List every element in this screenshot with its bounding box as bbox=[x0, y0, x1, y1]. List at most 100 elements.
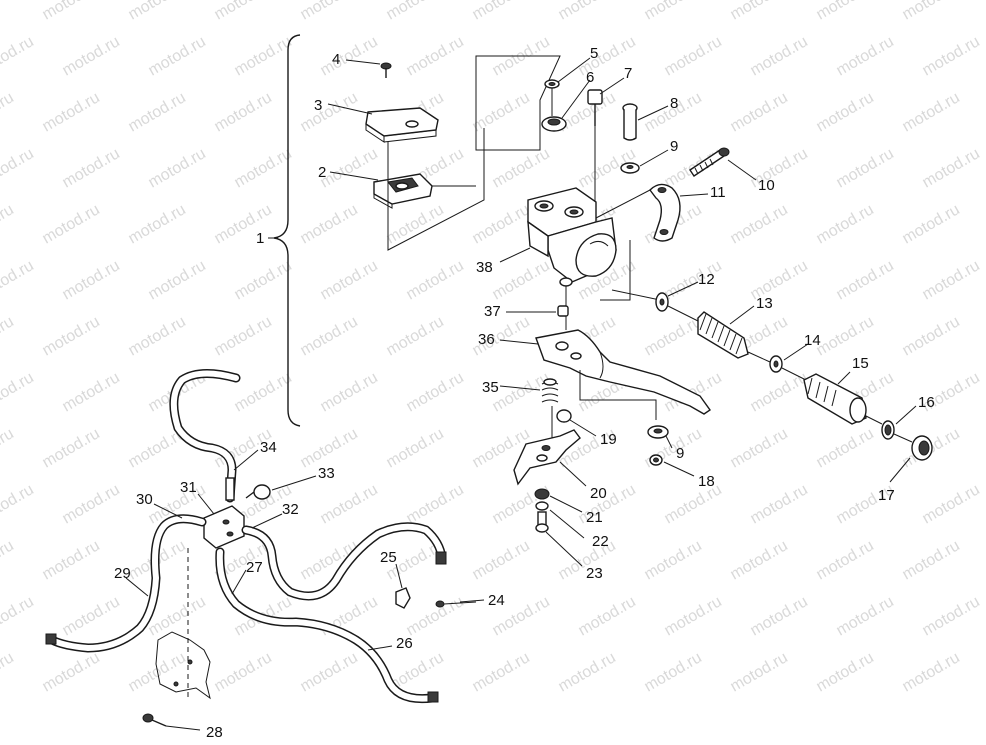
watermark-text: motod.ru bbox=[146, 257, 209, 303]
label-4: 4 bbox=[332, 51, 340, 68]
watermark-text: motod.ru bbox=[728, 0, 791, 23]
assembly-line bbox=[475, 55, 561, 151]
label-8: 8 bbox=[670, 95, 678, 112]
watermark-text: motod.ru bbox=[490, 257, 553, 303]
watermark-text: motod.ru bbox=[834, 33, 897, 79]
watermark-text: motod.ru bbox=[920, 593, 983, 639]
watermark-text: motod.ru bbox=[126, 0, 189, 23]
label-12: 12 bbox=[698, 271, 715, 288]
watermark-text: motod.ru bbox=[60, 33, 123, 79]
watermark-text: motod.ru bbox=[0, 537, 17, 583]
assembly-line bbox=[600, 240, 631, 301]
watermark-text: motod.ru bbox=[728, 89, 791, 135]
brake-hose-upper bbox=[169, 369, 241, 503]
watermark-text: motod.ru bbox=[0, 481, 37, 527]
watermark-text: motod.ru bbox=[556, 89, 619, 135]
label-20: 20 bbox=[590, 485, 607, 502]
watermark-text: motod.ru bbox=[556, 0, 619, 23]
label-38: 38 bbox=[476, 259, 493, 276]
watermark-text: motod.ru bbox=[556, 649, 619, 695]
watermark-text: motod.ru bbox=[126, 201, 189, 247]
watermark-text: motod.ru bbox=[298, 0, 361, 23]
watermark-text: motod.ru bbox=[40, 425, 103, 471]
label-37: 37 bbox=[484, 303, 501, 320]
watermark-text: motod.ru bbox=[920, 257, 983, 303]
leader-lines bbox=[125, 57, 917, 731]
label-35: 35 bbox=[482, 379, 499, 396]
label-22: 22 bbox=[592, 533, 609, 550]
watermark-text: motod.ru bbox=[384, 425, 447, 471]
watermark-text: motod.ru bbox=[662, 593, 725, 639]
watermark-text: motod.ru bbox=[60, 593, 123, 639]
watermark-text: motod.ru bbox=[232, 145, 295, 191]
label-21: 21 bbox=[586, 509, 603, 526]
watermark-text: motod.ru bbox=[298, 313, 361, 359]
label-29: 29 bbox=[114, 565, 131, 582]
label-34: 34 bbox=[260, 439, 277, 456]
watermark-text: motod.ru bbox=[814, 201, 877, 247]
watermark-text: motod.ru bbox=[900, 313, 963, 359]
watermark-text: motod.ru bbox=[748, 481, 811, 527]
watermark-text: motod.ru bbox=[900, 649, 963, 695]
watermark-text: motod.ru bbox=[232, 257, 295, 303]
watermark-text: motod.ru bbox=[834, 145, 897, 191]
label-32: 32 bbox=[282, 501, 299, 518]
reservoir-cover bbox=[365, 107, 439, 143]
watermark-text: motod.ru bbox=[146, 145, 209, 191]
watermark-text: motod.ru bbox=[298, 649, 361, 695]
watermark-text: motod.ru bbox=[146, 33, 209, 79]
retaining-cap bbox=[911, 435, 933, 461]
brake-junction-block bbox=[203, 505, 245, 549]
watermark-text: motod.ru bbox=[0, 201, 17, 247]
label-1: 1 bbox=[256, 230, 264, 247]
watermark-text: motod.ru bbox=[318, 369, 381, 415]
switch-bracket bbox=[513, 429, 581, 486]
watermark-text: motod.ru bbox=[490, 145, 553, 191]
watermark-text: motod.ru bbox=[834, 593, 897, 639]
label-16: 16 bbox=[918, 394, 935, 411]
grommet bbox=[541, 116, 567, 132]
watermark-text: motod.ru bbox=[384, 313, 447, 359]
watermark-text: motod.ru bbox=[490, 369, 553, 415]
watermark-text: motod.ru bbox=[748, 33, 811, 79]
bushing bbox=[557, 305, 569, 317]
watermark-text: motod.ru bbox=[748, 145, 811, 191]
watermark-text: motod.ru bbox=[60, 481, 123, 527]
lever-pin bbox=[622, 103, 638, 141]
watermark-text: motod.ru bbox=[470, 537, 533, 583]
watermark-text: motod.ru bbox=[212, 201, 275, 247]
label-23: 23 bbox=[586, 565, 603, 582]
watermark-text: motod.ru bbox=[404, 257, 467, 303]
assembly-line bbox=[579, 370, 657, 420]
watermark-text: motod.ru bbox=[126, 313, 189, 359]
watermark-text: motod.ru bbox=[126, 89, 189, 135]
nut bbox=[556, 409, 572, 423]
label-17: 17 bbox=[878, 487, 895, 504]
watermark-text: motod.ru bbox=[920, 481, 983, 527]
watermark-text: motod.ru bbox=[834, 257, 897, 303]
part-labels: 1 2 3 4 5 6 7 8 9 10 11 12 13 14 15 16 1… bbox=[114, 45, 935, 741]
assembly-line bbox=[595, 189, 651, 219]
watermark-text: motod.ru bbox=[404, 33, 467, 79]
watermark-text: motod.ru bbox=[318, 481, 381, 527]
mounting-plate-fragment bbox=[155, 548, 211, 700]
watermark-text: motod.ru bbox=[60, 369, 123, 415]
watermark-text: motod.ru bbox=[728, 649, 791, 695]
label-27: 27 bbox=[246, 559, 263, 576]
hose-clip bbox=[395, 587, 411, 609]
label-19: 19 bbox=[600, 431, 617, 448]
watermark-text: motod.ru bbox=[0, 0, 17, 23]
watermark-text: motod.ru bbox=[40, 0, 103, 23]
label-28: 28 bbox=[206, 724, 223, 740]
piston-boot bbox=[697, 311, 749, 359]
watermark-text: motod.ru bbox=[0, 593, 37, 639]
watermark-text: motod.ru bbox=[318, 257, 381, 303]
label-26: 26 bbox=[396, 635, 413, 652]
watermark-text: motod.ru bbox=[0, 33, 37, 79]
watermark-text: motod.ru bbox=[900, 537, 963, 583]
watermark-text: motod.ru bbox=[814, 89, 877, 135]
watermark-text: motod.ru bbox=[728, 425, 791, 471]
watermark-text: motod.ru bbox=[814, 313, 877, 359]
label-2: 2 bbox=[318, 164, 326, 181]
